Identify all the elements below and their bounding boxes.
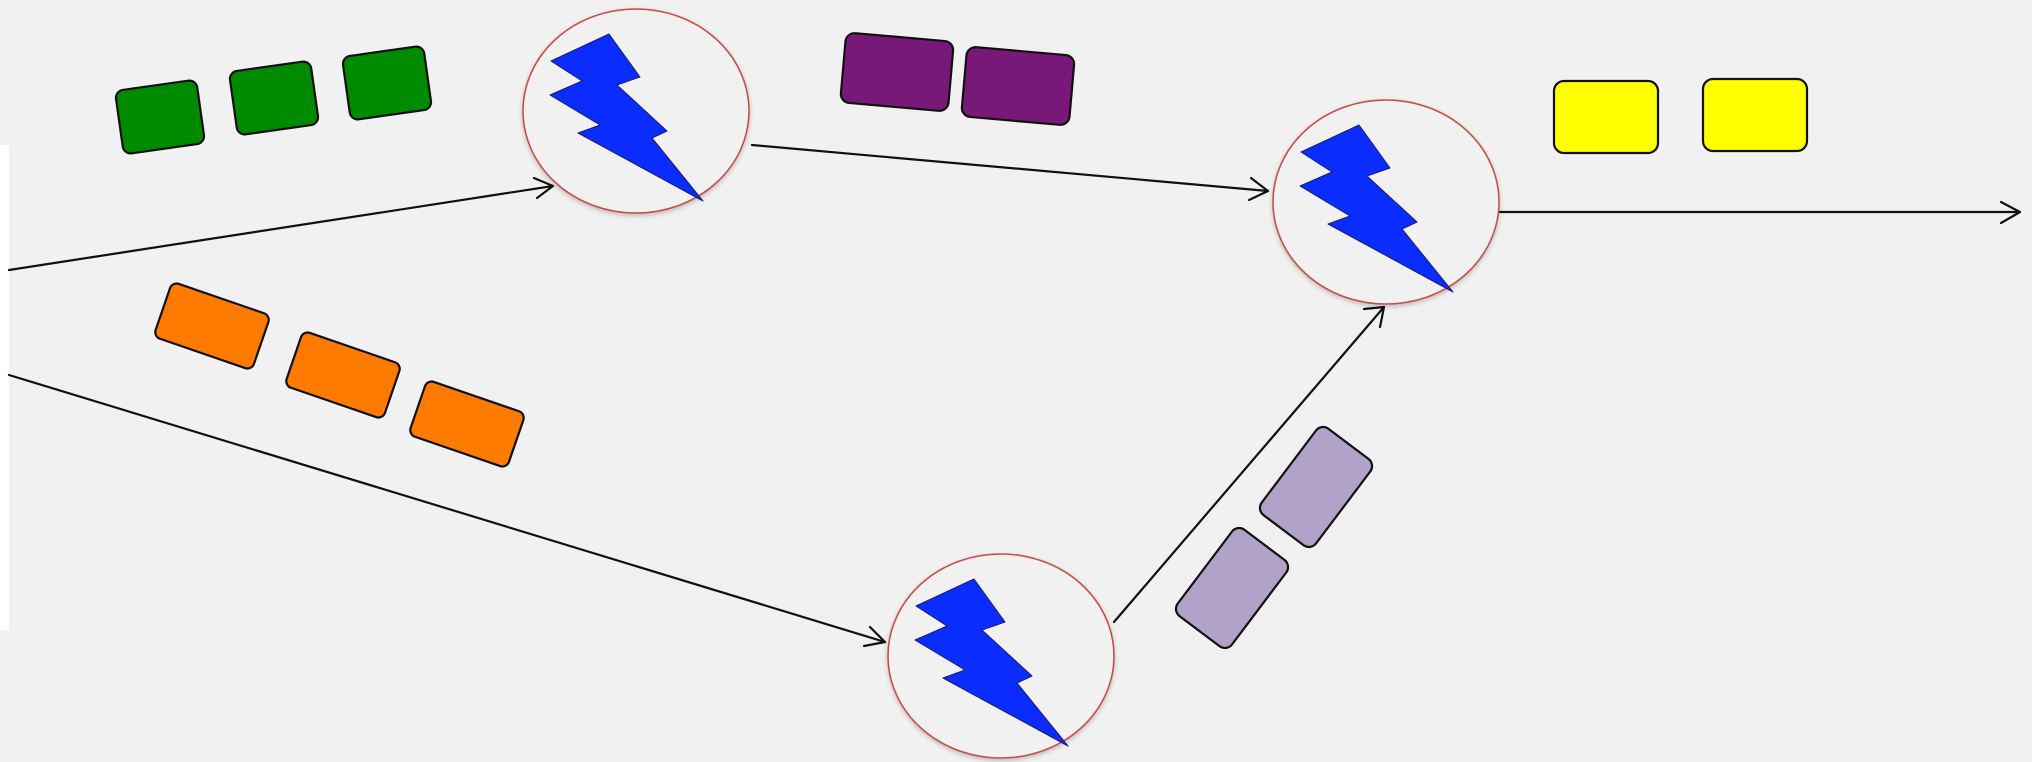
arrow-node-bottom-to-node-top-right (1112, 305, 1386, 624)
block (285, 331, 401, 419)
block (839, 32, 955, 112)
connections (7, 143, 2022, 648)
green-blocks (114, 45, 433, 155)
arrow-left-to-node-top-left (7, 176, 555, 272)
lavender-blocks (1174, 425, 1374, 650)
block (409, 380, 525, 468)
node-bottom (887, 553, 1115, 759)
arrow-node-top-left-to-node-top-right (750, 143, 1270, 202)
block (1701, 77, 1809, 153)
yellow-blocks (1552, 77, 1809, 155)
arrow-node-top-right-to-right-edge (1497, 200, 2022, 225)
block (1174, 526, 1290, 650)
block (114, 79, 206, 155)
node-top-left (522, 8, 750, 214)
block (154, 282, 270, 370)
left-edge-panel (0, 145, 9, 630)
node-top-right (1272, 99, 1500, 305)
block (1258, 425, 1374, 549)
block (960, 46, 1076, 126)
block (341, 45, 433, 121)
arrow-left-to-node-bottom (7, 373, 887, 648)
orange-blocks (154, 282, 525, 468)
block (1552, 79, 1660, 155)
block (228, 60, 320, 136)
purple-blocks (839, 32, 1076, 126)
